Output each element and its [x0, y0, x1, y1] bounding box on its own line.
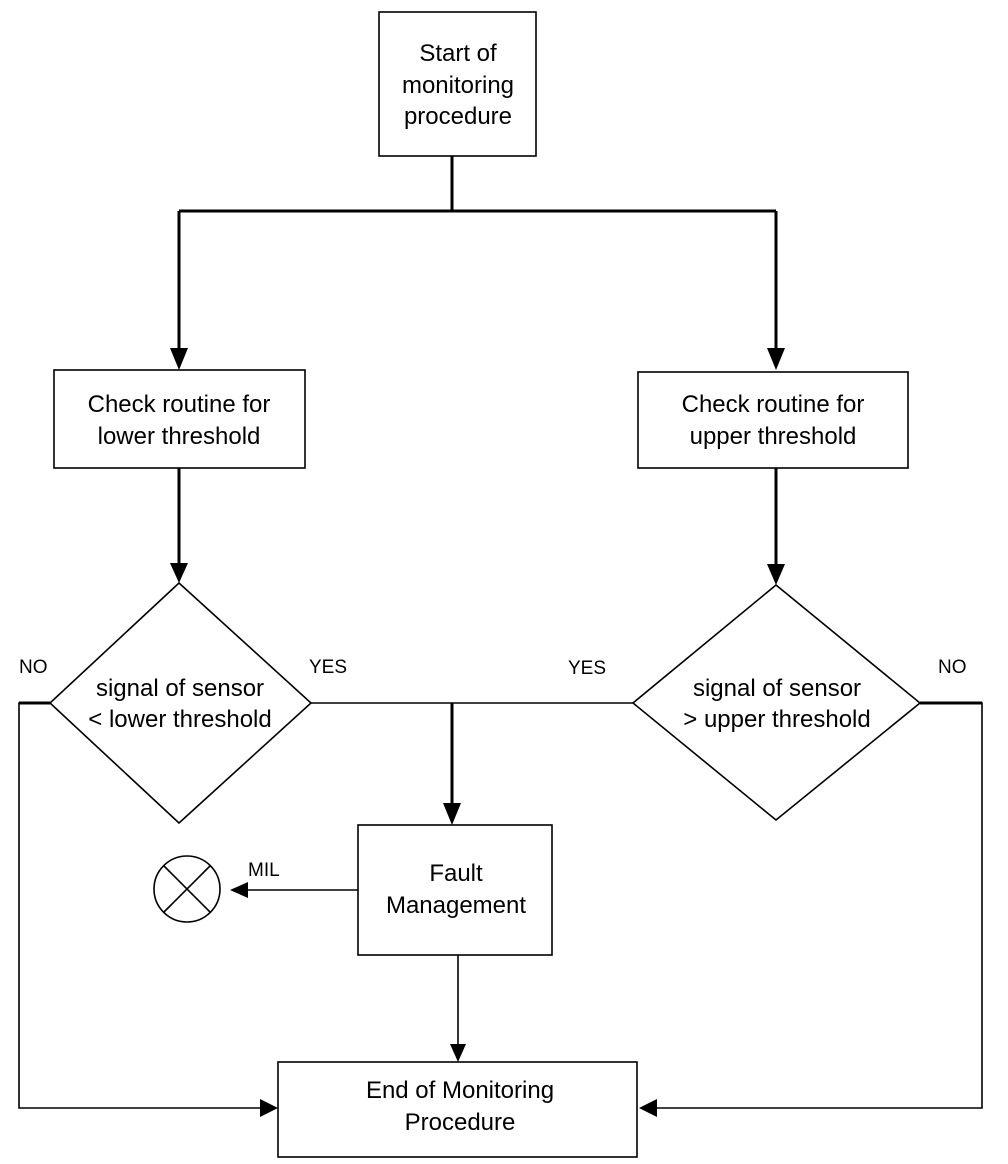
decision-upper-line-2: > upper threshold	[683, 706, 870, 733]
label-lower-no: NO	[19, 657, 48, 678]
fault-node: Fault Management	[357, 824, 553, 956]
arrow-to-check-upper	[767, 348, 785, 370]
label-upper-no: NO	[938, 657, 967, 678]
end-node: End of Monitoring Procedure	[277, 1061, 638, 1158]
arrow-upper-no-to-end	[639, 1099, 657, 1117]
end-box	[277, 1061, 638, 1158]
arrow-to-decision-upper	[767, 564, 785, 585]
decision-lower-diamond	[48, 581, 313, 825]
check-lower-node: Check routine for lower threshold	[53, 369, 306, 469]
decision-lower-line-2: < lower threshold	[88, 706, 271, 733]
arrow-to-check-lower	[170, 348, 188, 370]
check-lower-line-2: lower threshold	[98, 423, 261, 450]
end-line-1: End of Monitoring	[366, 1077, 554, 1104]
fault-box	[357, 824, 553, 956]
start-line-2: monitoring	[402, 72, 514, 99]
start-line-1: Start of	[419, 40, 497, 67]
decision-upper-node: signal of sensor > upper threshold	[631, 583, 922, 822]
arrow-fault-to-end	[450, 1044, 466, 1062]
arrow-to-fault	[443, 803, 461, 825]
label-upper-yes: YES	[568, 658, 606, 679]
label-lower-yes: YES	[309, 657, 347, 678]
fault-line-1: Fault	[429, 860, 483, 887]
decision-lower-line-1: signal of sensor	[96, 675, 264, 702]
check-lower-box	[53, 369, 306, 469]
decision-upper-line-1: signal of sensor	[693, 675, 861, 702]
mil-lamp-icon	[153, 855, 221, 923]
decision-lower-node: signal of sensor < lower threshold	[48, 581, 313, 825]
decision-upper-diamond	[631, 583, 922, 822]
arrow-to-decision-lower	[170, 563, 188, 583]
check-lower-line-1: Check routine for	[88, 391, 271, 418]
end-line-2: Procedure	[405, 1109, 516, 1136]
fault-line-2: Management	[386, 892, 526, 919]
check-upper-line-1: Check routine for	[682, 391, 865, 418]
start-node: Start of monitoring procedure	[378, 11, 537, 157]
start-box	[378, 11, 537, 157]
check-upper-box	[637, 371, 909, 469]
start-line-3: procedure	[404, 103, 512, 130]
check-upper-line-2: upper threshold	[690, 423, 857, 450]
check-upper-node: Check routine for upper threshold	[637, 371, 909, 469]
label-mil: MIL	[248, 860, 280, 881]
connectors	[18, 156, 983, 1117]
arrow-lower-no-to-end	[260, 1099, 278, 1117]
arrow-to-mil	[230, 882, 248, 898]
